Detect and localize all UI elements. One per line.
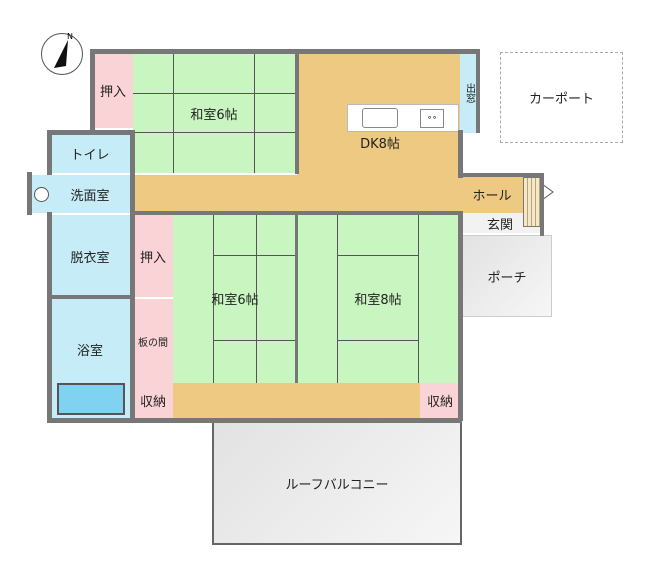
wall	[130, 211, 460, 215]
room-label: 浴室	[76, 343, 103, 359]
room-porch: ポーチ	[462, 235, 552, 317]
room-demado: 出窓	[460, 53, 478, 133]
room-washitsu6-top	[133, 53, 297, 173]
room-washitsu6-mid	[173, 215, 297, 383]
room-label: 収納	[139, 395, 166, 410]
room-label: 和室8帖	[354, 292, 402, 308]
entrance-arrow-icon	[541, 183, 554, 201]
wall	[47, 418, 462, 423]
room-label: ルーフバルコニー	[285, 477, 389, 493]
room-label: ホール	[472, 189, 512, 204]
room-itanoma: 板の間	[133, 299, 173, 383]
room-oshiire-mid: 押入	[133, 215, 173, 297]
room-label: 和室6帖	[211, 292, 259, 308]
room-shuno-left: 収納	[133, 383, 173, 418]
room-toilet: トイレ	[50, 133, 130, 173]
corridor	[133, 175, 460, 213]
bathtub	[57, 383, 125, 415]
kitchen-counter: ∘∘	[347, 104, 459, 132]
room-label: 押入	[99, 85, 126, 100]
wall	[295, 215, 298, 383]
room-label: 板の間	[138, 337, 168, 349]
room-washitsu6-top-label: 和室6帖	[173, 100, 255, 126]
step	[523, 177, 541, 227]
room-shuno-right: 収納	[420, 383, 460, 418]
room-label: DK8帖	[360, 136, 400, 152]
wall	[90, 49, 480, 54]
room-washitsu8	[297, 215, 460, 383]
room-washitsu6-mid-label: 和室6帖	[190, 287, 280, 309]
tatami-line	[213, 255, 297, 341]
room-label: 押入	[139, 250, 166, 266]
room-label: 出窓	[463, 83, 475, 103]
wall	[47, 130, 135, 135]
room-washitsu8-label: 和室8帖	[333, 287, 423, 309]
roof-balcony: ルーフバルコニー	[212, 421, 462, 545]
tatami-line	[173, 53, 255, 173]
corridor-bottom	[173, 383, 420, 418]
carport-label: カーポート	[528, 92, 594, 107]
room-label: ポーチ	[487, 270, 527, 286]
wall	[476, 49, 480, 133]
wall	[47, 212, 52, 422]
wall	[130, 130, 135, 420]
tatami-line	[133, 93, 297, 133]
tatami-line	[337, 255, 419, 341]
compass-north-label: N	[67, 32, 73, 41]
room-label: 玄関	[486, 217, 513, 233]
room-label: 収納	[426, 395, 453, 410]
wall	[458, 173, 544, 177]
wall	[90, 49, 95, 133]
wall	[47, 295, 132, 299]
wall	[47, 130, 52, 175]
wall	[458, 211, 463, 421]
wall	[27, 172, 32, 215]
wall	[540, 173, 544, 236]
wall	[458, 130, 463, 178]
wall	[295, 49, 299, 174]
room-genkan: 玄関	[460, 213, 540, 233]
stove-icon: ∘∘	[420, 109, 444, 128]
room-datsui: 脱衣室	[50, 215, 130, 297]
room-label: 洗面室	[70, 188, 110, 204]
room-senmen: 洗面室	[30, 175, 130, 213]
washbasin-icon	[34, 187, 49, 202]
compass: N	[41, 32, 83, 75]
carport: カーポート	[500, 52, 623, 143]
room-dk-label: DK8帖	[340, 132, 420, 152]
room-label: 和室6帖	[190, 107, 238, 123]
room-oshiire-top: 押入	[93, 53, 133, 128]
room-label: トイレ	[70, 147, 110, 163]
compass-arrow-icon	[54, 40, 68, 68]
room-label: 脱衣室	[70, 250, 110, 266]
sink-icon	[362, 108, 398, 128]
room-hall: ホール	[460, 176, 524, 213]
